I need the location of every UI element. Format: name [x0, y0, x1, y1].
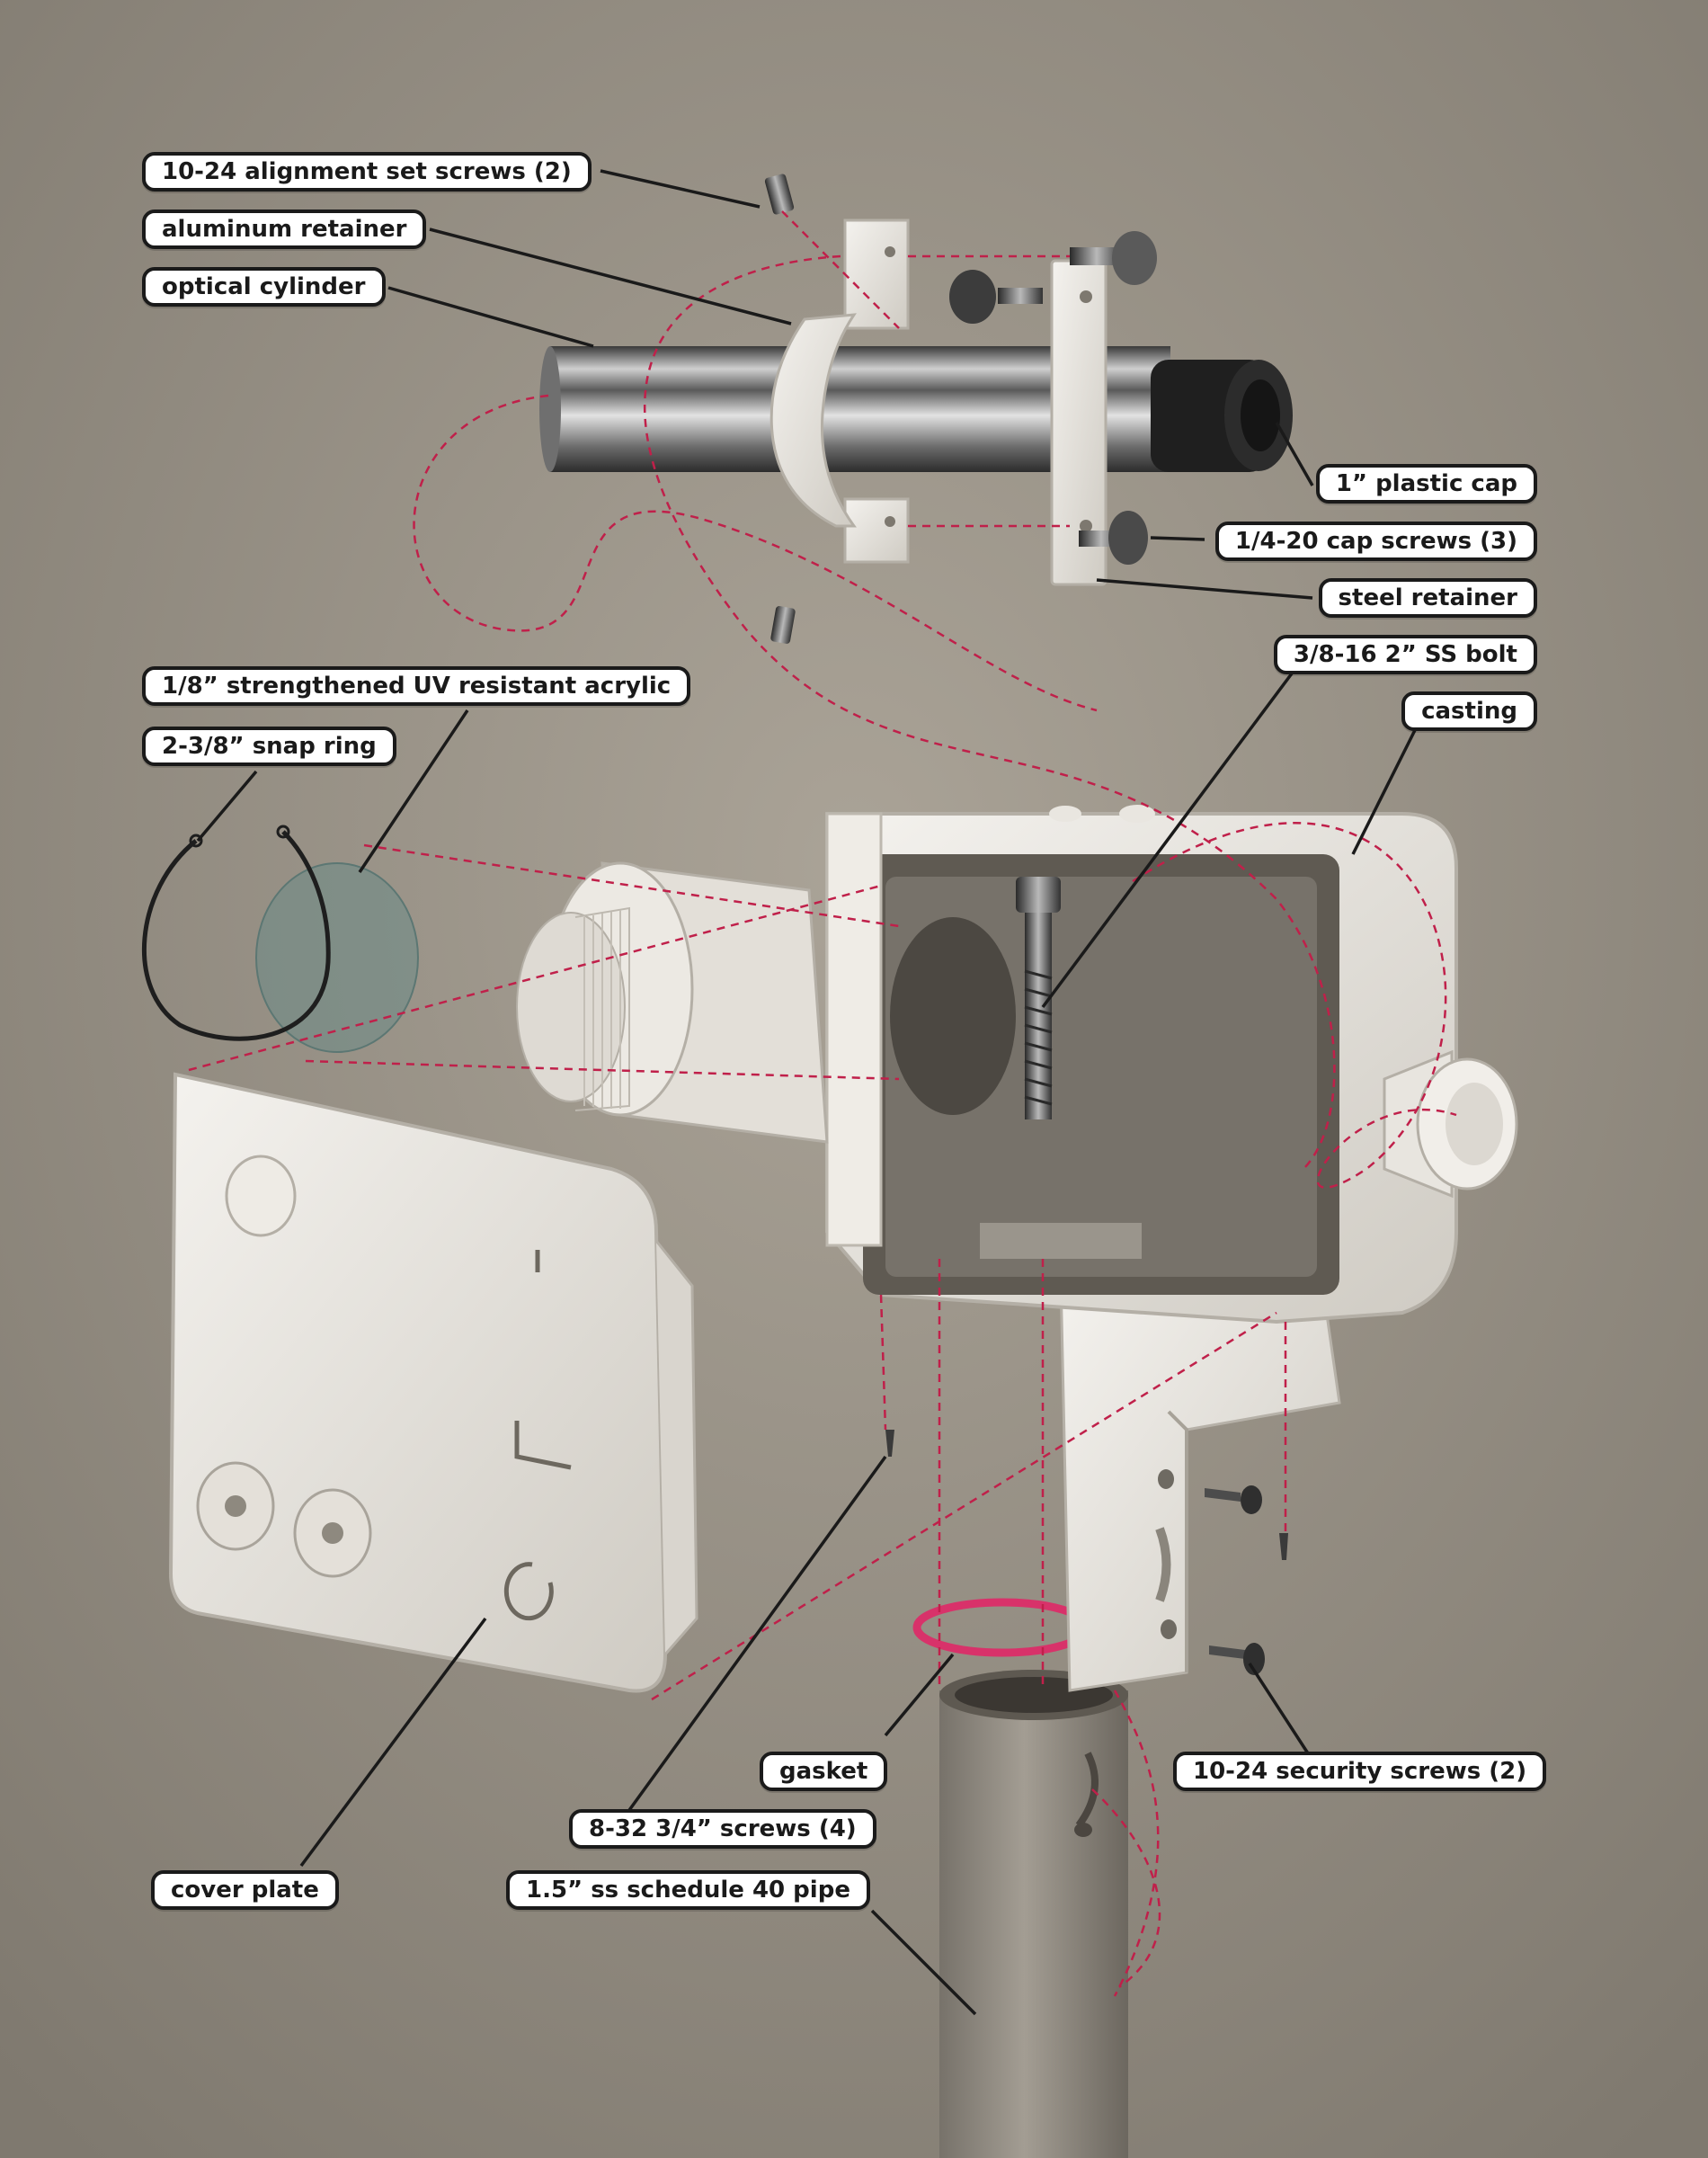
label-casting: casting: [1401, 691, 1537, 731]
label-ss-bolt: 3/8-16 2” SS bolt: [1273, 635, 1537, 674]
label-gasket: gasket: [760, 1752, 888, 1791]
lens-barrel: [516, 861, 829, 1144]
ss-bolt: [1016, 877, 1061, 1119]
cover-plate: [168, 1072, 698, 1693]
snap-ring-eye-right: [276, 825, 290, 839]
label-8-32-screws: 8-32 3/4” screws (4): [569, 1809, 876, 1849]
cap-screws: [949, 231, 1157, 565]
uv-acrylic-disc: [255, 862, 419, 1053]
small-screws: [885, 1430, 1288, 1675]
snap-ring-eye-left: [189, 834, 203, 848]
casting-housing: [825, 805, 1518, 1324]
label-aluminum-retainer: aluminum retainer: [142, 210, 427, 249]
label-snap-ring: 2-3/8” snap ring: [142, 727, 396, 766]
leader-lines: [196, 169, 1422, 2016]
plastic-cap-part: [1151, 360, 1293, 472]
snap-ring: [142, 830, 331, 1041]
label-cover-plate: cover plate: [151, 1870, 339, 1910]
label-optical-cylinder: optical cylinder: [142, 267, 386, 307]
schedule-40-pipe: [939, 1670, 1128, 2158]
label-plastic-cap: 1” plastic cap: [1315, 464, 1537, 504]
label-acrylic: 1/8” strengthened UV resistant acrylic: [142, 666, 691, 706]
label-cap-screws: 1/4-20 cap screws (3): [1214, 522, 1537, 561]
label-steel-retainer: steel retainer: [1318, 578, 1537, 618]
alignment-set-screws: [764, 174, 796, 644]
label-pipe: 1.5” ss schedule 40 pipe: [506, 1870, 870, 1910]
label-security-screws: 10-24 security screws (2): [1173, 1752, 1547, 1791]
aluminum-retainer-part: [769, 218, 910, 564]
label-alignment-set-screws: 10-24 alignment set screws (2): [142, 152, 592, 192]
